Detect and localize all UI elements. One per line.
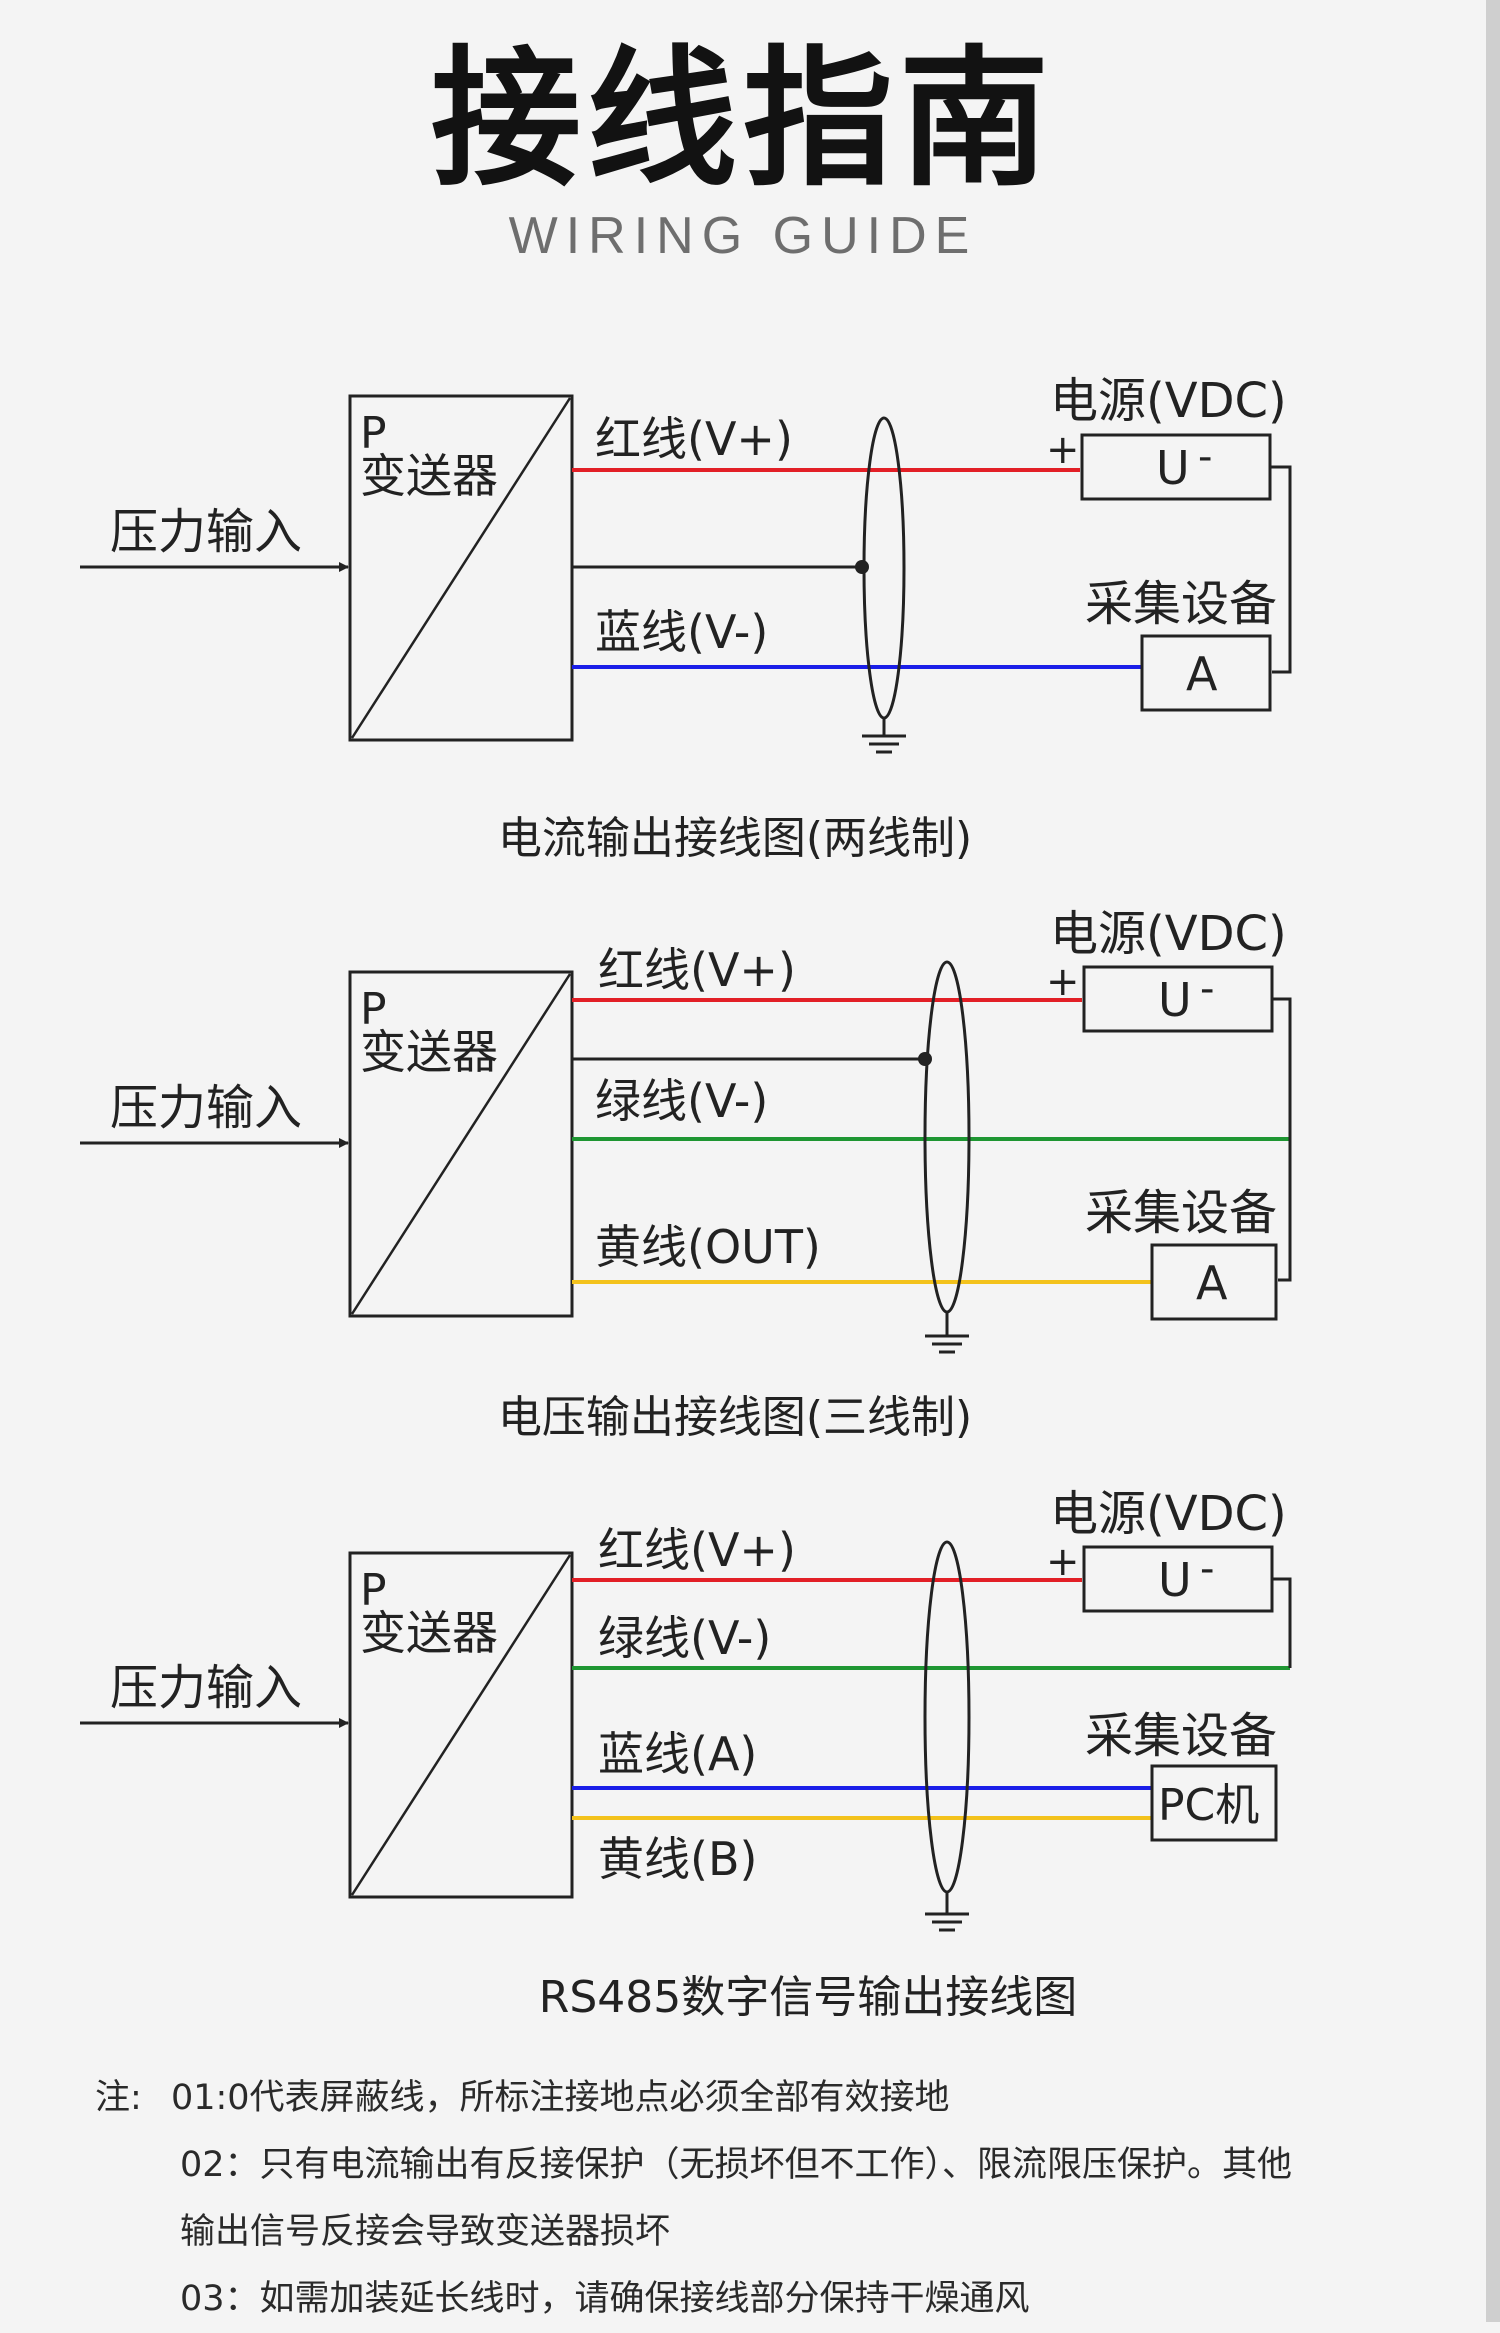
wire-green-label: 绿线(V-) [598,1611,771,1665]
page-edge-strip [1486,0,1500,2322]
device-box [1150,1243,1278,1321]
transmitter-p-label: P [360,984,387,1035]
wire-red-label: 红线(V+) [595,412,793,466]
shield-ellipse [923,1540,971,1894]
transmitter-p-label: P [360,408,387,459]
plus-sign: + [1046,1539,1080,1585]
return-wire [1272,1577,1292,1668]
power-box-label: U [1158,1553,1192,1607]
pressure-input-label: 压力输入 [110,1660,302,1716]
transmitter-p-label: P [360,1565,387,1616]
wire-red-label: 红线(V+) [598,1523,796,1577]
transmitter-diagonal [350,397,572,739]
power-label: 电源(VDC) [1050,1486,1287,1542]
wire-blue-label: 蓝线(A) [598,1727,757,1781]
return-wire [1270,465,1292,674]
power-minus-sign: - [1200,966,1214,1012]
note-line-1: 注: 01:0代表屏蔽线，所标注接地点必须全部有效接地 [95,2065,1415,2132]
note-line-2: 02：只有电流输出有反接保护（无损坏但不工作）、限流限压保护。其他 [180,2145,1293,2185]
shield-ellipse [862,416,906,720]
notes-section: 注: 01:0代表屏蔽线，所标注接地点必须全部有效接地 02：只有电流输出有反接… [95,2065,1415,2333]
plus-sign: + [1046,427,1080,473]
plus-sign: + [1046,959,1080,1005]
transmitter-label: 变送器 [360,1025,498,1079]
transmitter-diagonal [350,973,572,1315]
wire-yellow-label: 黄线(OUT) [595,1220,821,1274]
wire-green-label: 绿线(V-) [595,1074,768,1128]
notes-prefix: 注: [95,2078,142,2118]
transmitter-label: 变送器 [360,1606,498,1660]
device-box [1150,1764,1278,1842]
device-box-label: A [1186,647,1218,701]
pressure-input-label: 压力输入 [110,504,302,560]
wire-yellow-label: 黄线(B) [598,1832,757,1886]
shield-junction [918,1052,932,1066]
diagram-current-output: 压力输入 P 变送器 红线(V+) 蓝线(V-) 电源(VDC) + U - 采… [80,373,1292,864]
wire-red-label: 红线(V+) [598,943,796,997]
diagram-caption: RS485数字信号输出接线图 [539,1972,1077,2023]
device-box-label: PC机 [1158,1780,1259,1831]
power-label: 电源(VDC) [1050,906,1287,962]
wire-blue-label: 蓝线(V-) [595,605,768,659]
transmitter-box [348,1551,574,1899]
return-wire [1272,997,1292,1282]
power-minus-sign: - [1198,434,1212,480]
note-line-4: 03：如需加装延长线时，请确保接线部分保持干燥通风 [180,2279,1030,2319]
pressure-input-label: 压力输入 [110,1080,302,1136]
device-box [1140,634,1272,712]
transmitter-diagonal [350,1554,572,1896]
note-line-3: 输出信号反接会导致变送器损坏 [180,2212,671,2252]
device-box-label: A [1196,1256,1228,1310]
transmitter-box [348,970,574,1318]
transmitter-label: 变送器 [360,449,498,503]
diagram-caption: 电压输出接线图(三线制) [498,1392,972,1443]
power-minus-sign: - [1200,1546,1214,1592]
note-text: 01:0代表屏蔽线，所标注接地点必须全部有效接地 [170,2078,950,2118]
device-label: 采集设备 [1085,576,1277,632]
page-title: 接线指南 [430,33,1055,207]
diagram-rs485-output: 压力输入 P 变送器 红线(V+) 绿线(V-) 蓝线(A) 黄线(B) 电源(… [80,1486,1292,2023]
diagram-caption: 电流输出接线图(两线制) [498,813,972,864]
device-label: 采集设备 [1085,1185,1277,1241]
device-label: 采集设备 [1085,1708,1277,1764]
power-box-label: U [1158,973,1192,1027]
shield-junction [855,560,869,574]
page-subtitle: WIRING GUIDE [508,207,978,265]
power-label: 电源(VDC) [1050,373,1287,429]
power-box-label: U [1156,441,1190,495]
diagram-voltage-output: 压力输入 P 变送器 红线(V+) 绿线(V-) 黄线(OUT) 电源(VDC)… [80,906,1292,1443]
